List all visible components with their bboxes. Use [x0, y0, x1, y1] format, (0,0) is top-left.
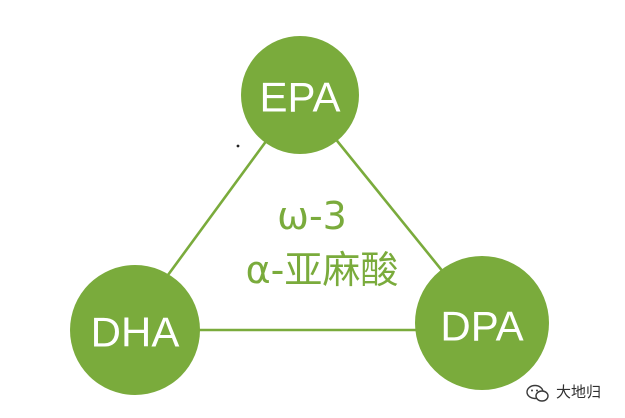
- node-epa-circle: [241, 36, 359, 154]
- node-dha: DHA: [70, 265, 200, 395]
- node-dha-label: DHA: [91, 309, 180, 356]
- node-epa: EPA: [241, 36, 359, 154]
- watermark-text: 大地归: [556, 383, 601, 401]
- center-label-omega3: ω-3: [277, 194, 347, 238]
- watermark: 大地归: [526, 383, 601, 402]
- center-label-alpha-linolenic-acid: α-亚麻酸: [246, 248, 399, 292]
- node-dpa-label: DPA: [440, 303, 523, 350]
- node-dha-circle: [70, 265, 200, 395]
- stray-dot: [236, 144, 240, 148]
- wechat-icon: [526, 384, 549, 402]
- node-dpa-circle: [415, 256, 549, 390]
- node-dpa: DPA: [415, 256, 549, 390]
- node-epa-label: EPA: [260, 74, 341, 121]
